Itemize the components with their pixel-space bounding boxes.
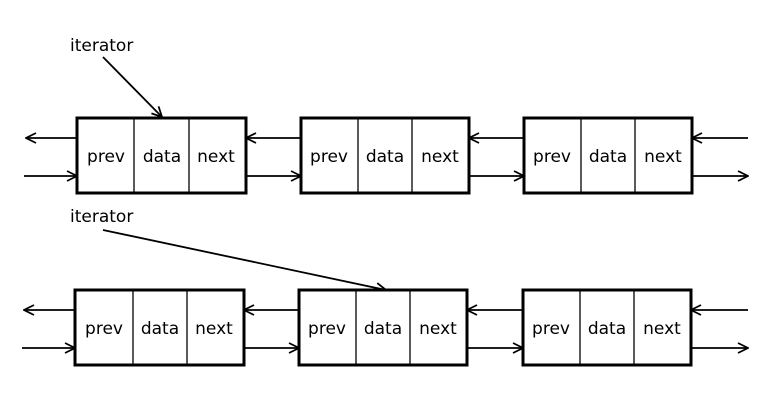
list-node: prev data next	[522, 116, 694, 195]
node-box	[297, 288, 469, 367]
next-field-label: next	[419, 319, 457, 339]
list-node: prev data next	[521, 288, 693, 367]
iterator-label: iterator	[70, 36, 133, 56]
node-box	[75, 116, 248, 195]
data-field-label: data	[143, 147, 181, 167]
next-field-label: next	[421, 147, 459, 167]
next-field-label: next	[644, 147, 682, 167]
prev-field-label: prev	[533, 147, 571, 167]
next-field-label: next	[197, 147, 235, 167]
prev-field-label: prev	[87, 147, 125, 167]
list-node: prev data next	[73, 288, 246, 367]
list-node: prev data next	[297, 288, 469, 367]
list-row-2: iterator prev data next prev data next p…	[22, 207, 748, 367]
data-field-label: data	[141, 319, 179, 339]
prev-field-label: prev	[310, 147, 348, 167]
data-field-label: data	[589, 147, 627, 167]
next-field-label: next	[195, 319, 233, 339]
data-field-label: data	[366, 147, 404, 167]
node-box	[521, 288, 693, 367]
prev-field-label: prev	[85, 319, 123, 339]
list-row-1: iterator prev data next prev data next p…	[24, 36, 748, 195]
iterator-pointer-arrow	[102, 229, 386, 290]
iterator-pointer-arrow	[102, 56, 162, 117]
list-node: prev data next	[299, 116, 471, 195]
data-field-label: data	[588, 319, 626, 339]
prev-field-label: prev	[532, 319, 570, 339]
node-box	[299, 116, 471, 195]
node-box	[73, 288, 246, 367]
list-node: prev data next	[75, 116, 248, 195]
node-box	[522, 116, 694, 195]
prev-field-label: prev	[308, 319, 346, 339]
iterator-label: iterator	[70, 207, 133, 227]
next-field-label: next	[643, 319, 681, 339]
data-field-label: data	[364, 319, 402, 339]
